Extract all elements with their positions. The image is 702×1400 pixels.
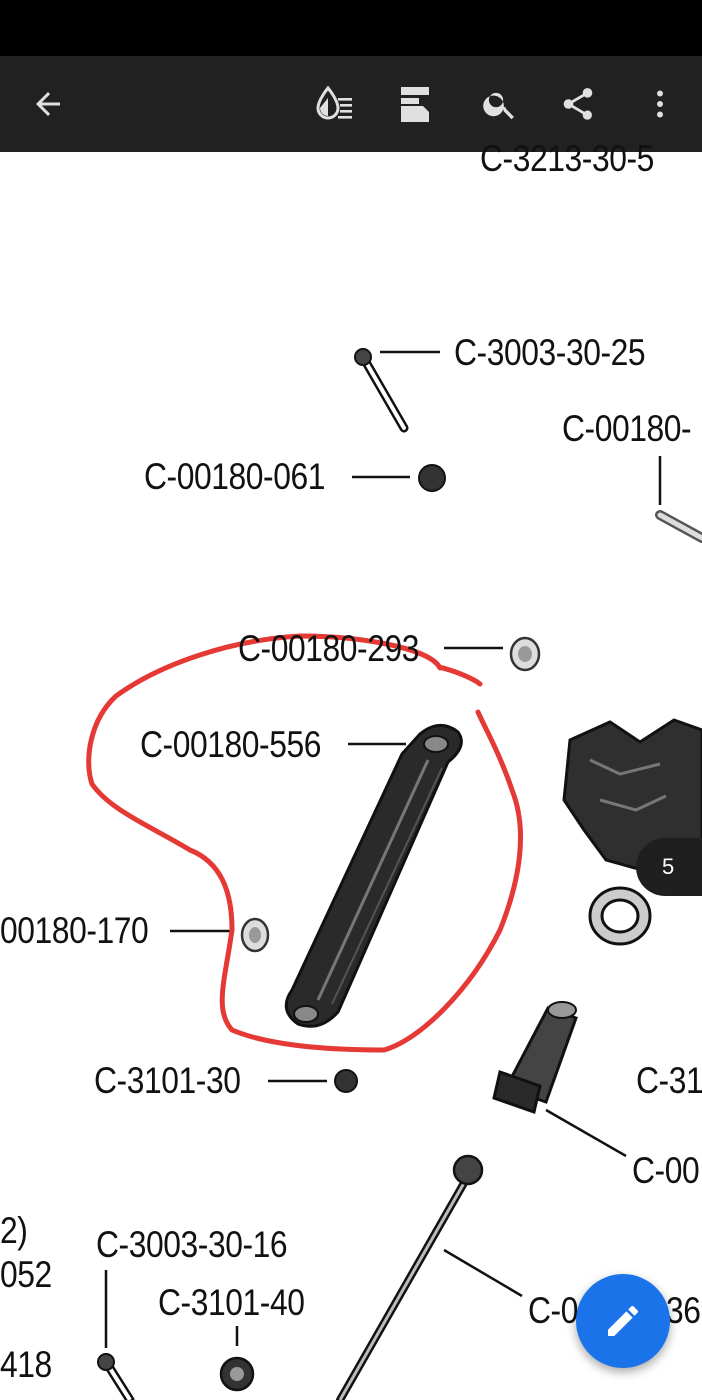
bearing-part bbox=[588, 886, 652, 946]
annotate-button[interactable] bbox=[392, 80, 440, 128]
part-label: C-3213-30-5 bbox=[480, 138, 654, 179]
status-bar bbox=[0, 0, 702, 56]
part-label: C-3101-30 bbox=[94, 1060, 241, 1101]
page-number: 5 bbox=[662, 854, 675, 879]
search-button[interactable] bbox=[476, 80, 524, 128]
part-label: 418 bbox=[0, 1344, 52, 1385]
part-label: C-00180- bbox=[562, 408, 692, 449]
arrow-left-icon bbox=[36, 92, 60, 116]
red-circle-annotation bbox=[86, 633, 523, 1053]
part-label: C-00180-556 bbox=[140, 724, 322, 765]
pin-part bbox=[354, 348, 409, 433]
small-nut-part bbox=[334, 1069, 358, 1093]
app-bar bbox=[0, 56, 702, 152]
share-icon bbox=[563, 88, 593, 120]
parts-diagram bbox=[86, 348, 702, 1400]
part-label: C-3003-30-16 bbox=[96, 1224, 288, 1265]
reading-mode-icon bbox=[316, 85, 352, 120]
drive-cup-part bbox=[492, 1001, 578, 1114]
edit-fab-button[interactable] bbox=[576, 1274, 670, 1368]
annotate-icon bbox=[401, 87, 429, 122]
drive-shaft-part bbox=[336, 1154, 484, 1400]
part-label: C-3101-40 bbox=[158, 1282, 305, 1323]
bushing-part bbox=[509, 636, 541, 672]
page-indicator[interactable]: 5 bbox=[636, 838, 702, 896]
nut-part bbox=[418, 464, 446, 492]
more-vert-icon bbox=[657, 90, 663, 118]
link-arm-part bbox=[284, 724, 463, 1028]
reading-mode-button[interactable] bbox=[310, 80, 358, 128]
search-icon bbox=[483, 92, 514, 120]
part-label: C-00180-061 bbox=[144, 456, 326, 497]
part-label: C-00 bbox=[632, 1150, 700, 1191]
part-label: C-00180-293 bbox=[238, 628, 420, 669]
part-label: 00180-170 bbox=[0, 910, 149, 951]
share-button[interactable] bbox=[554, 80, 602, 128]
back-button[interactable] bbox=[24, 80, 72, 128]
part-label: 36 bbox=[666, 1290, 701, 1331]
small-bushing-part bbox=[240, 917, 270, 953]
part-label: C-3003-30-25 bbox=[454, 332, 646, 373]
more-options-button[interactable] bbox=[636, 80, 684, 128]
part-label: 052 bbox=[0, 1254, 52, 1295]
part-label: C-31 bbox=[636, 1060, 702, 1101]
part-label: C-0 bbox=[528, 1290, 578, 1331]
pencil-icon bbox=[608, 1305, 638, 1336]
part-label: 2) bbox=[0, 1210, 28, 1251]
